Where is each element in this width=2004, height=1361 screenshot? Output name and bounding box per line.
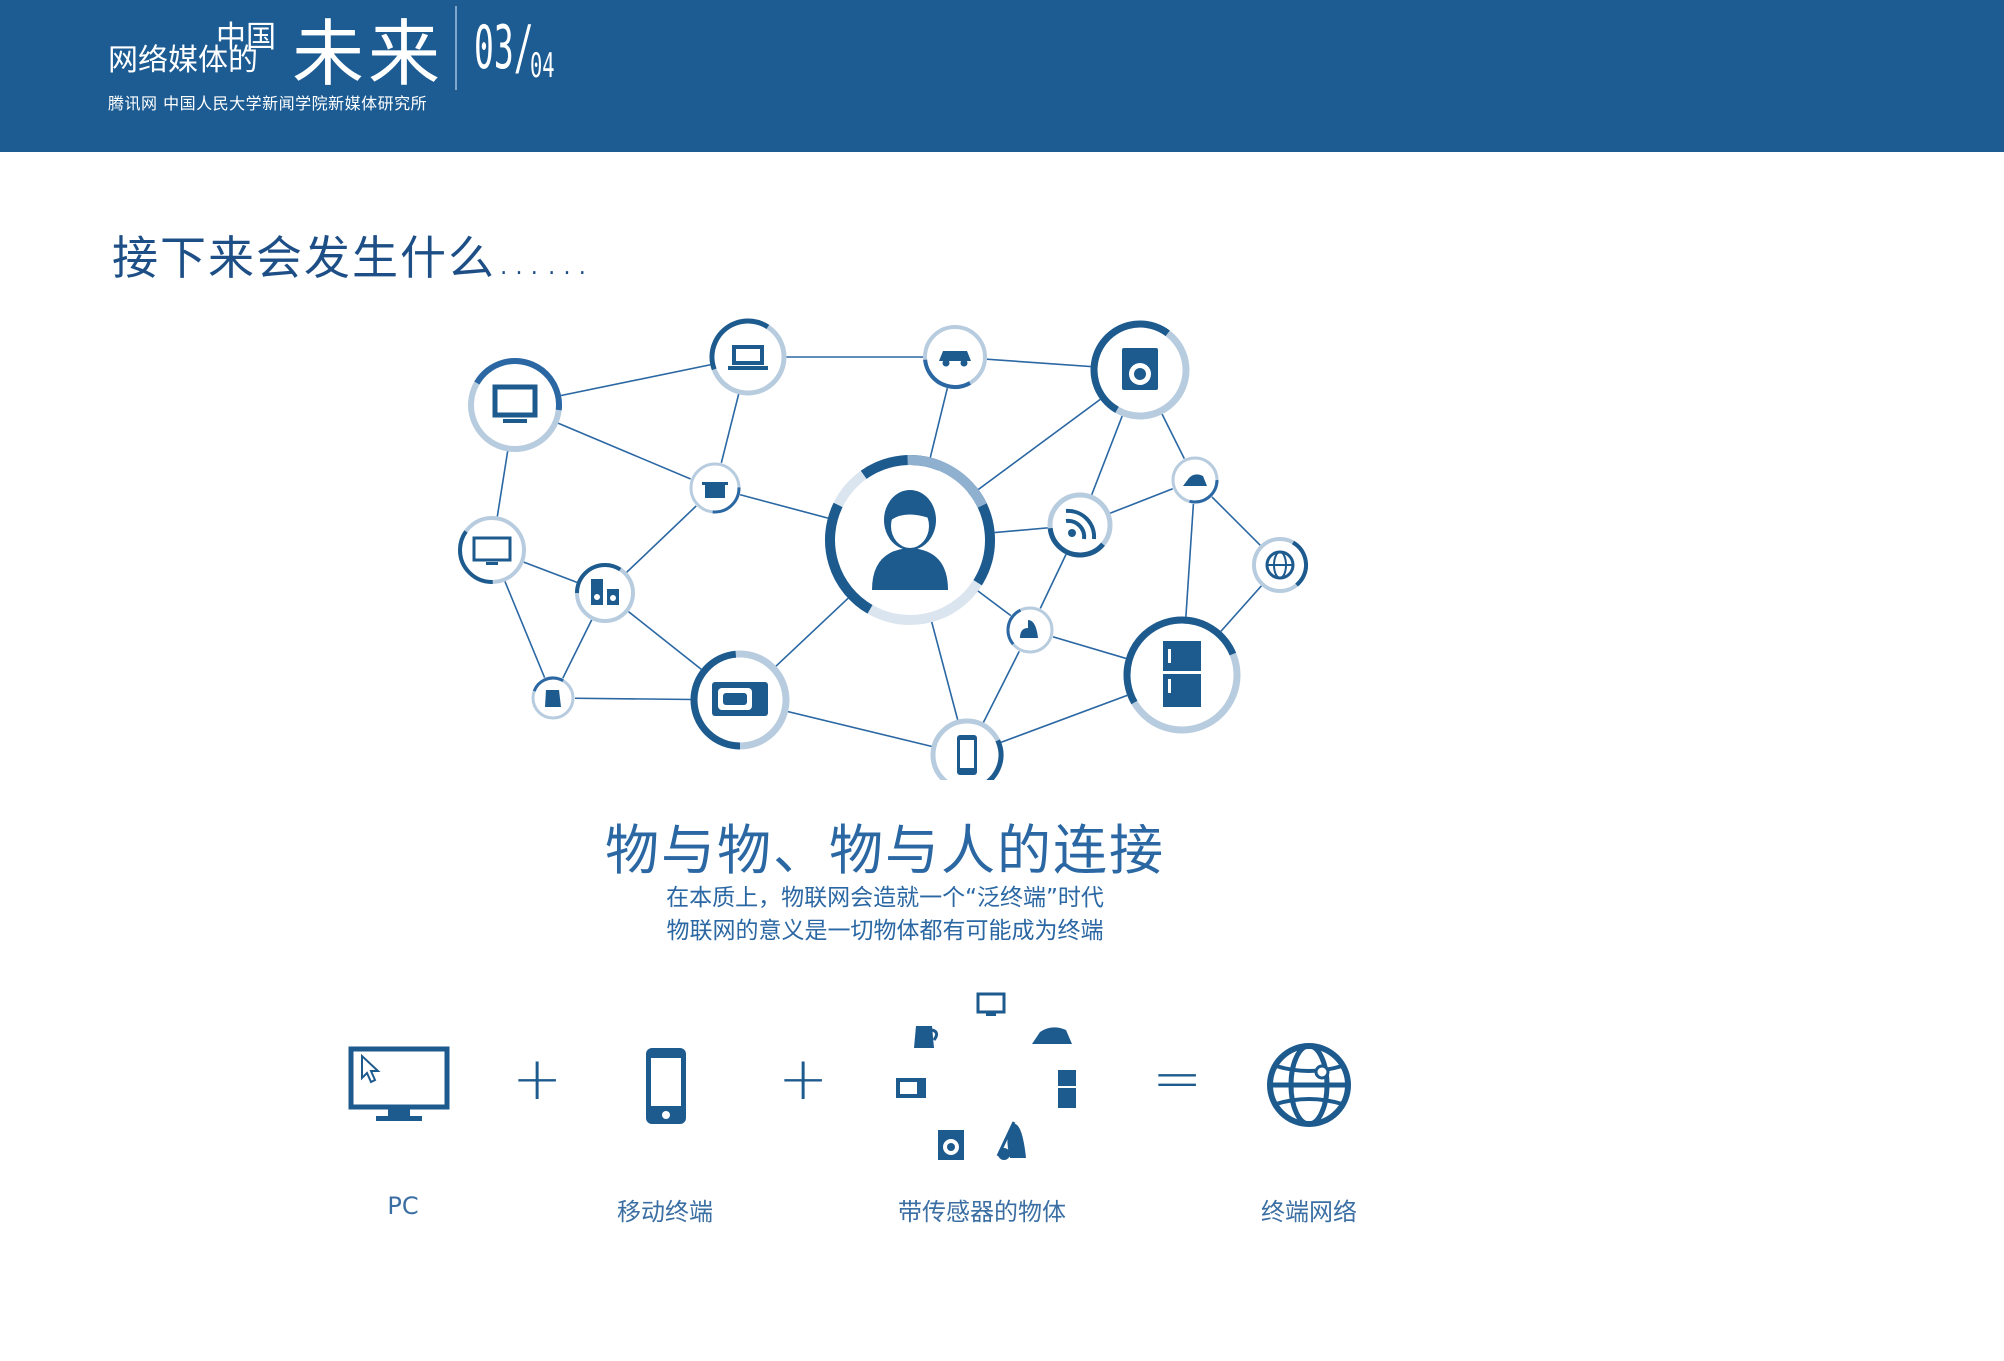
brand-line1: 网络媒体的 [108, 43, 258, 78]
header-bar: 网络媒体的 中国 未来 03/ 04 腾讯网 中国人民大学新闻学院新媒体研究所 [0, 0, 2004, 152]
person-icon [825, 455, 995, 625]
fridge-icon [1123, 616, 1241, 734]
page-number: 03/ [474, 13, 534, 83]
small-kettle-icon [914, 1026, 939, 1048]
label-mobile-terminal: 移动终端 [617, 1198, 713, 1226]
microwave-icon [690, 650, 790, 750]
plus-sign-2: + [778, 1044, 829, 1114]
laptop-icon [709, 318, 787, 396]
plus-sign-1: + [512, 1044, 563, 1114]
terminal-network-icon [1266, 1042, 1352, 1132]
label-pc: PC [387, 1192, 419, 1220]
label-terminal-network: 终端网络 [1261, 1198, 1357, 1226]
monitor-icon [458, 516, 526, 584]
small-washer-icon [938, 1130, 964, 1160]
vacuum-icon [1006, 606, 1054, 654]
equals-sign: = [1152, 1044, 1203, 1114]
pc-icon [348, 1046, 452, 1132]
label-sensor-objects: 带传感器的物体 [898, 1198, 1066, 1226]
iot-network-diagram [458, 318, 1308, 780]
page-heading: 接下来会发生什么…… [112, 231, 592, 285]
iron-icon [1171, 456, 1219, 504]
small-vacuum-icon [996, 1121, 1026, 1160]
brand-future: 未来 [292, 12, 445, 96]
network-nodes [458, 318, 1308, 780]
wifi-icon [1047, 492, 1113, 558]
page-total: 04 [530, 46, 555, 86]
car-icon [923, 325, 987, 389]
washing-machine-icon [1090, 320, 1190, 420]
sensor-objects-icon [892, 986, 1082, 1172]
small-fridge-icon [1058, 1070, 1076, 1108]
small-iron-icon [1032, 1027, 1072, 1044]
globe-icon [1252, 537, 1308, 593]
brand-china: 中国 [216, 20, 276, 55]
brand-org: 腾讯网 中国人民大学新闻学院新媒体研究所 [108, 94, 428, 113]
phone-icon [930, 718, 1004, 780]
header-divider [455, 6, 457, 90]
speaker-icon [575, 563, 635, 623]
tv-icon [468, 358, 562, 452]
subtitle-line2: 物联网的意义是一切物体都有可能成为终端 [666, 918, 1104, 944]
subtitle-line1: 在本质上，物联网会造就一个“泛终端”时代 [666, 885, 1104, 911]
kettle-icon [531, 676, 575, 720]
cooking-pot-icon [689, 462, 741, 514]
mobile-terminal-icon [644, 1046, 688, 1130]
main-title: 物与物、物与人的连接 [605, 819, 1165, 882]
small-microwave-icon [896, 1078, 926, 1098]
small-monitor-icon [976, 992, 1006, 1016]
